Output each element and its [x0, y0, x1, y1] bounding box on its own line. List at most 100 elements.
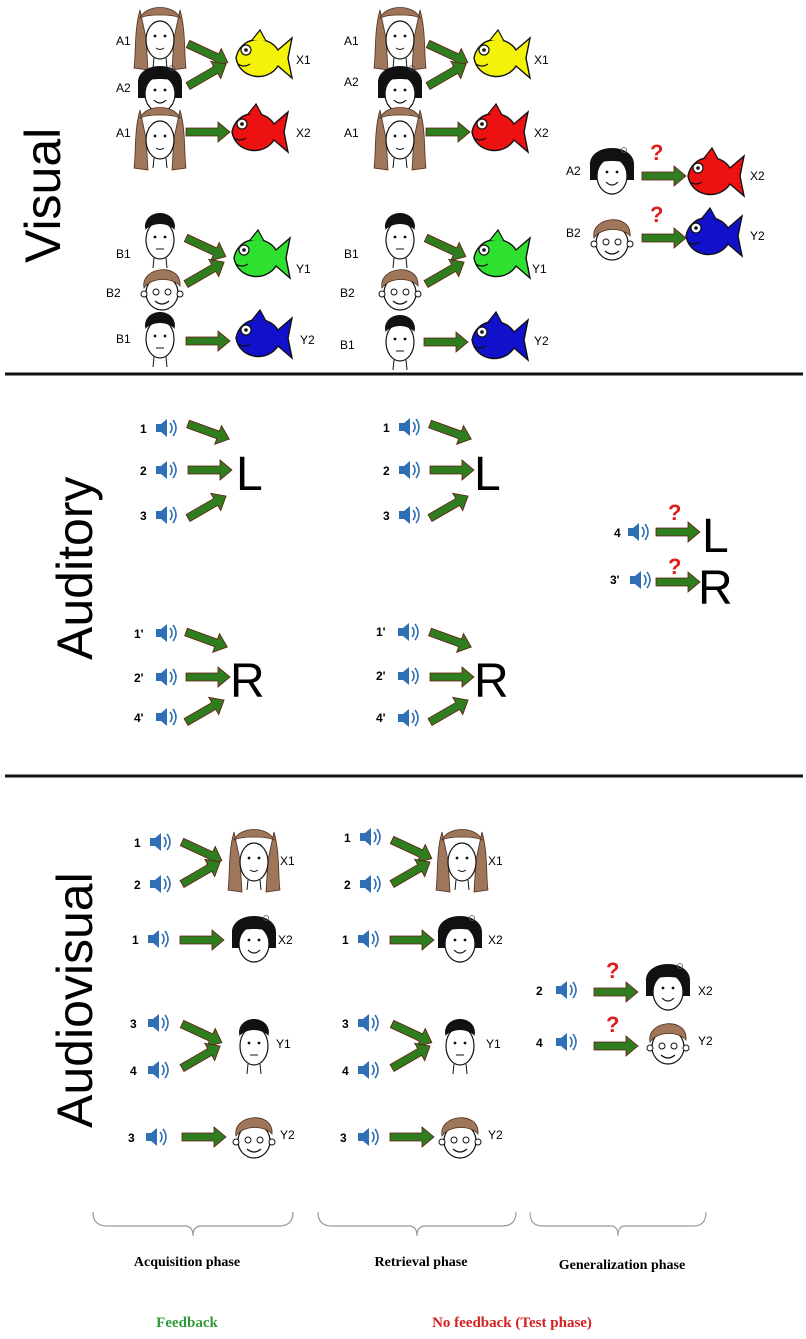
sound-label-1: 1	[342, 933, 349, 947]
audiovisual-generalization-group: 2 ? X2 4 ? Y2	[536, 958, 713, 1065]
label-b1: B1	[344, 247, 359, 261]
arrow-icon	[593, 1035, 639, 1057]
arrow-icon	[185, 330, 231, 352]
label-b1: B1	[116, 332, 131, 346]
arrow-icon	[429, 666, 475, 688]
arrow-icon	[187, 459, 233, 481]
label-a1: A1	[344, 126, 359, 140]
arrow-icon	[180, 252, 230, 294]
speaker-icon	[627, 522, 649, 542]
label-x2: X2	[278, 933, 293, 947]
sound-label-3: 3	[128, 1131, 135, 1145]
speaker-icon	[155, 505, 177, 525]
label-b1: B1	[340, 338, 355, 352]
label-x1: X1	[280, 854, 295, 868]
label-y2: Y2	[698, 1034, 713, 1048]
sound-label-3: 3	[130, 1017, 137, 1031]
arrow-icon	[420, 252, 470, 294]
arrow-icon	[641, 165, 687, 187]
speaker-icon	[397, 708, 419, 728]
arrow-icon	[389, 1126, 435, 1148]
face-b2-icon	[646, 1023, 690, 1065]
label-x2: X2	[534, 126, 549, 140]
sound-label-2: 2	[134, 878, 141, 892]
sound-label-4: 4	[342, 1064, 349, 1078]
speaker-icon	[155, 707, 177, 727]
face-b2-icon	[140, 269, 184, 311]
fish-yellow-icon	[235, 29, 293, 79]
arrow-icon	[182, 486, 232, 528]
speaker-icon	[155, 667, 177, 687]
label-a2: A2	[116, 81, 131, 95]
sound-label-2: 2	[344, 878, 351, 892]
question-mark-icon: ?	[606, 1012, 619, 1037]
fish-green-icon	[233, 229, 291, 279]
face-a1-icon	[435, 828, 489, 893]
speaker-icon	[555, 980, 577, 1000]
label-b2: B2	[106, 286, 121, 300]
face-a1-icon	[373, 6, 427, 71]
arrow-icon	[182, 622, 232, 657]
speaker-icon	[357, 1127, 379, 1147]
face-a2-icon	[589, 146, 635, 195]
sound-label-1: 1	[344, 831, 351, 845]
arrow-icon	[424, 486, 474, 528]
auditory-acquisition-group: 1 2 3 L 1' 2' 4' R	[134, 414, 265, 732]
arrow-icon	[426, 414, 476, 449]
label-x2: X2	[698, 984, 713, 998]
speaker-icon	[359, 874, 381, 894]
label-y2: Y2	[534, 334, 549, 348]
sound-label-2: 2	[536, 984, 543, 998]
speaker-icon	[357, 929, 379, 949]
label-b2: B2	[566, 226, 581, 240]
label-b2: B2	[340, 286, 355, 300]
speaker-icon	[359, 827, 381, 847]
label-a1: A1	[116, 34, 131, 48]
sound-label-4p: 4'	[134, 711, 144, 725]
sound-label-2p: 2'	[134, 671, 144, 685]
label-x1: X1	[488, 854, 503, 868]
sound-label-1: 1	[140, 422, 147, 436]
auditory-generalization-group: 4 ? L 3' ? R	[610, 500, 733, 615]
section-title-audiovisual: Audiovisual	[47, 872, 103, 1128]
arrow-icon	[425, 121, 471, 143]
visual-retrieval-group: A1 A2 X1 A1 X2 B1 B2 Y1 B1 Y2	[340, 6, 549, 371]
speaker-icon	[398, 460, 420, 480]
sound-label-4: 4	[130, 1064, 137, 1078]
label-a2: A2	[344, 75, 359, 89]
visual-acquisition-group: A1 A2 X1 A1 X2 B1 B2 Y1 B1 Y2	[106, 6, 315, 368]
face-a1-icon	[133, 106, 187, 171]
response-l: L	[236, 448, 263, 501]
sound-label-2: 2	[140, 464, 147, 478]
sound-label-1: 1	[383, 421, 390, 435]
speaker-icon	[145, 1127, 167, 1147]
phase-label-generalization: Generalization phase	[559, 1258, 685, 1273]
arrow-icon	[423, 331, 469, 353]
face-b1-icon	[144, 311, 176, 368]
face-b2-icon	[590, 219, 634, 261]
label-a1: A1	[116, 126, 131, 140]
speaker-icon	[147, 929, 169, 949]
sound-label-4p: 4'	[376, 711, 386, 725]
label-b1: B1	[116, 247, 131, 261]
arrow-icon	[593, 981, 639, 1003]
face-b1-icon	[384, 212, 416, 269]
fish-green-icon	[473, 229, 531, 279]
fish-yellow-icon	[473, 29, 531, 79]
arrow-icon	[426, 622, 476, 657]
speaker-icon	[398, 417, 420, 437]
label-y1: Y1	[276, 1037, 291, 1051]
question-mark-icon: ?	[668, 554, 681, 579]
label-x1: X1	[534, 53, 549, 67]
visual-generalization-group: A2 ? X2 B2 ? Y2	[566, 140, 765, 261]
face-b2-icon	[438, 1117, 482, 1159]
response-r: R	[474, 655, 509, 708]
sound-label-1: 1	[132, 933, 139, 947]
speaker-icon	[555, 1032, 577, 1052]
label-y2: Y2	[488, 1128, 503, 1142]
face-a2-icon	[231, 914, 277, 963]
label-x2: X2	[750, 169, 765, 183]
face-a2-icon	[645, 962, 691, 1011]
feedback-label: Feedback	[156, 1315, 218, 1331]
